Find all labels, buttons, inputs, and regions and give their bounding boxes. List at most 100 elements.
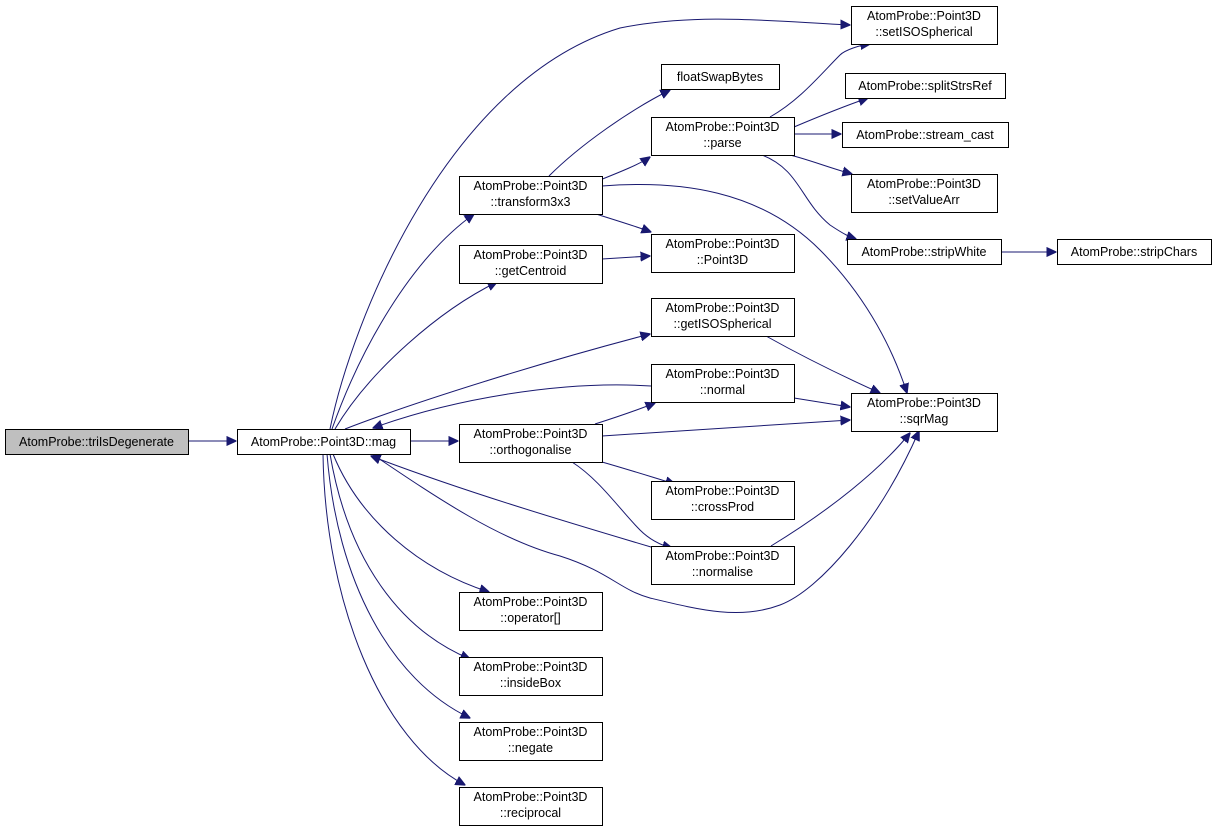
edge-transform3x3-to-floatSwapBytes (548, 90, 670, 177)
node-box (459, 592, 603, 631)
node-label: ::parse (703, 136, 741, 150)
node-triIsDegenerate[interactable]: AtomProbe::triIsDegenerate (5, 429, 189, 455)
edge-getCentroid-to-ctorPoint3D (601, 256, 650, 259)
node-box (845, 73, 1006, 99)
node-label: ::normal (700, 383, 745, 397)
edge-mag-to-insideBox (329, 453, 470, 659)
edge-normal-to-sqrMag (793, 397, 850, 407)
node-label: AtomProbe::Point3D (666, 484, 780, 498)
node-label: AtomProbe::Point3D (474, 248, 588, 262)
node-label: AtomProbe::Point3D (666, 120, 780, 134)
edge-mag-to-sqrMag (371, 431, 919, 614)
edge-transform3x3-to-parse (599, 157, 650, 181)
edge-mag-to-negate (326, 453, 470, 718)
node-box (651, 364, 795, 403)
edge-normalise-to-sqrMag (770, 433, 910, 547)
node-box (237, 429, 411, 455)
node-box (847, 239, 1002, 265)
node-crossProd[interactable]: AtomProbe::Point3D::crossProd (651, 481, 795, 520)
node-label: AtomProbe::stripWhite (861, 245, 986, 259)
node-label: ::transform3x3 (491, 195, 571, 209)
edge-parse-to-setISOSpherical (769, 44, 870, 118)
node-label: AtomProbe::Point3D (867, 9, 981, 23)
edge-parse-to-setValueArr (789, 154, 852, 174)
node-label: AtomProbe::Point3D (474, 179, 588, 193)
node-box (459, 657, 603, 696)
node-splitStrsRef[interactable]: AtomProbe::splitStrsRef (845, 73, 1006, 99)
edge-mag-to-getCentroid (334, 282, 497, 430)
node-label: ::negate (508, 741, 553, 755)
node-getISOSpherical[interactable]: AtomProbe::Point3D::getISOSpherical (651, 298, 795, 337)
edge-orthogonalise-to-normalise (571, 461, 672, 548)
node-stripChars[interactable]: AtomProbe::stripChars (1057, 239, 1212, 265)
edge-mag-to-setISOSpherical (329, 18, 850, 430)
node-transform3x3[interactable]: AtomProbe::Point3D::transform3x3 (459, 176, 603, 215)
node-stripWhite[interactable]: AtomProbe::stripWhite (847, 239, 1002, 265)
node-label: AtomProbe::Point3D (474, 427, 588, 441)
node-box (459, 787, 603, 826)
node-box (651, 117, 795, 156)
node-box (651, 298, 795, 337)
edge-orthogonalise-to-sqrMag (601, 420, 850, 437)
node-normal[interactable]: AtomProbe::Point3D::normal (651, 364, 795, 403)
node-box (851, 393, 998, 432)
node-label: ::operator[] (500, 611, 560, 625)
node-box (661, 64, 780, 90)
node-label: AtomProbe::stream_cast (856, 128, 994, 142)
node-setValueArr[interactable]: AtomProbe::Point3D::setValueArr (851, 174, 998, 213)
node-label: AtomProbe::Point3D (867, 177, 981, 191)
edge-mag-to-transform3x3 (331, 214, 474, 430)
node-label: AtomProbe::Point3D (474, 660, 588, 674)
edge-transform3x3-to-sqrMag (601, 184, 907, 393)
node-label: AtomProbe::Point3D (666, 549, 780, 563)
node-label: ::orthogonalise (489, 443, 571, 457)
edge-parse-to-stripWhite (761, 154, 856, 239)
node-label: ::setISOSpherical (875, 25, 972, 39)
node-label: AtomProbe::Point3D (666, 367, 780, 381)
edge-mag-to-operatorIdx (332, 453, 489, 592)
edge-transform3x3-to-ctorPoint3D (595, 213, 651, 232)
node-label: floatSwapBytes (677, 70, 763, 84)
node-label: ::normalise (692, 565, 753, 579)
edge-getISOSpherical-to-sqrMag (765, 335, 880, 393)
node-label: ::Point3D (697, 253, 748, 267)
node-ctorPoint3D[interactable]: AtomProbe::Point3D::Point3D (651, 234, 795, 273)
node-box (851, 174, 998, 213)
node-label: AtomProbe::Point3D (867, 396, 981, 410)
node-orthogonalise[interactable]: AtomProbe::Point3D::orthogonalise (459, 424, 603, 463)
node-floatSwapBytes[interactable]: floatSwapBytes (661, 64, 780, 90)
node-operatorIdx[interactable]: AtomProbe::Point3D::operator[] (459, 592, 603, 631)
node-sqrMag[interactable]: AtomProbe::Point3D::sqrMag (851, 393, 998, 432)
node-label: AtomProbe::Point3D (666, 237, 780, 251)
edge-orthogonalise-to-normal (594, 403, 655, 425)
node-getCentroid[interactable]: AtomProbe::Point3D::getCentroid (459, 245, 603, 284)
node-label: ::getCentroid (495, 264, 567, 278)
node-parse[interactable]: AtomProbe::Point3D::parse (651, 117, 795, 156)
node-label: AtomProbe::stripChars (1071, 245, 1197, 259)
edge-mag-to-getISOSpherical (344, 334, 650, 430)
node-reciprocal[interactable]: AtomProbe::Point3D::reciprocal (459, 787, 603, 826)
node-box (1057, 239, 1212, 265)
node-label: AtomProbe::Point3D (474, 790, 588, 804)
edge-normalise-to-mag (371, 456, 652, 548)
node-box (459, 245, 603, 284)
node-mag[interactable]: AtomProbe::Point3D::mag (237, 429, 411, 455)
node-box (651, 546, 795, 585)
node-label: AtomProbe::triIsDegenerate (19, 435, 174, 449)
node-label: ::insideBox (500, 676, 562, 690)
node-label: AtomProbe::Point3D (474, 725, 588, 739)
node-box (851, 6, 998, 45)
edge-parse-to-splitStrsRef (793, 98, 868, 128)
node-label: AtomProbe::splitStrsRef (858, 79, 992, 93)
node-label: ::crossProd (691, 500, 754, 514)
node-normalise[interactable]: AtomProbe::Point3D::normalise (651, 546, 795, 585)
node-box (5, 429, 189, 455)
node-stream_cast[interactable]: AtomProbe::stream_cast (842, 122, 1009, 148)
node-label: ::sqrMag (900, 412, 949, 426)
node-setISOSpherical[interactable]: AtomProbe::Point3D::setISOSpherical (851, 6, 998, 45)
node-label: AtomProbe::Point3D (666, 301, 780, 315)
node-negate[interactable]: AtomProbe::Point3D::negate (459, 722, 603, 761)
node-insideBox[interactable]: AtomProbe::Point3D::insideBox (459, 657, 603, 696)
node-label: AtomProbe::Point3D (474, 595, 588, 609)
